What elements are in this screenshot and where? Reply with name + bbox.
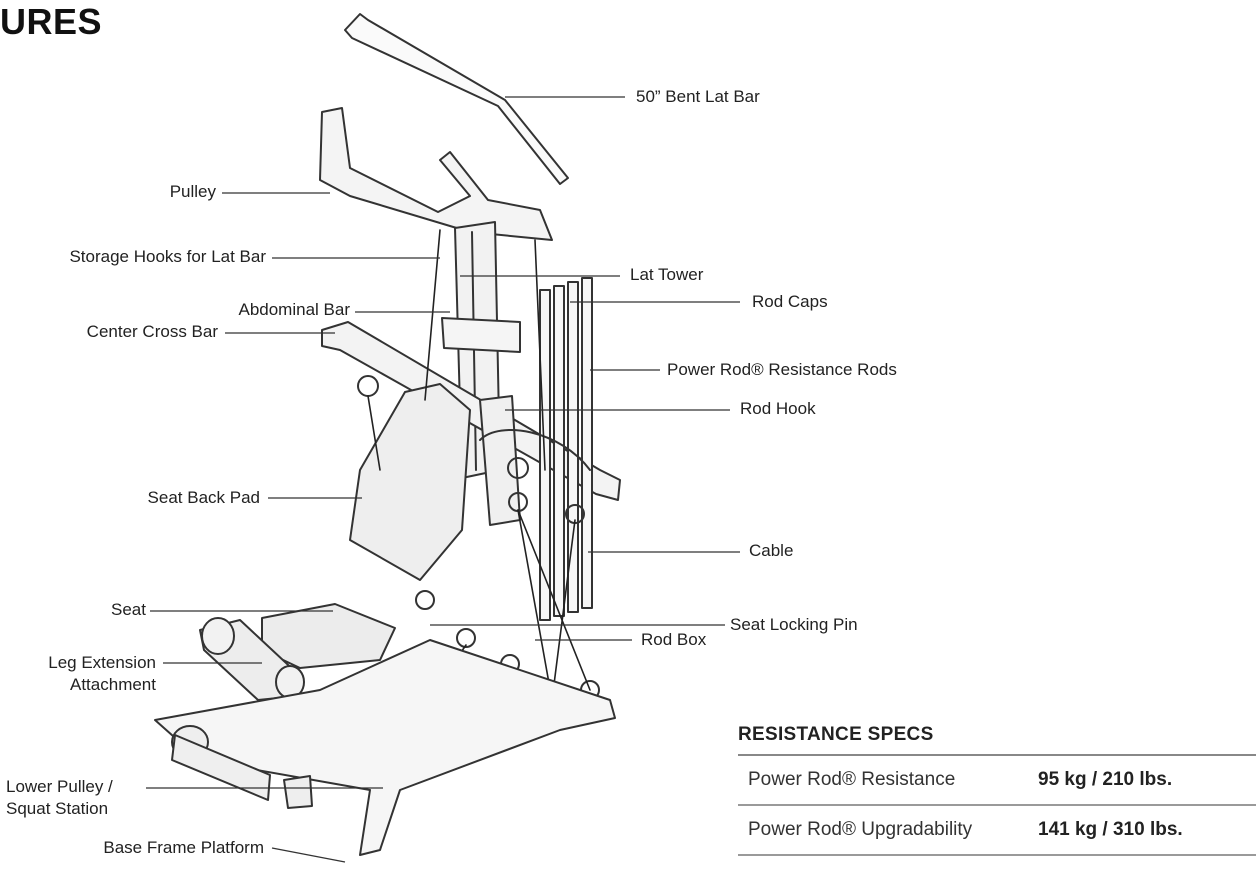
label-seat-back-pad: Seat Back Pad	[147, 488, 260, 507]
spec-label: Power Rod® Resistance	[748, 769, 956, 790]
lat-bar-drawing	[344, 13, 569, 185]
base-frame-drawing	[154, 639, 616, 856]
label-seat-locking-pin: Seat Locking Pin	[730, 615, 858, 634]
label-leg-extension: Leg Extension Attachment	[48, 653, 156, 694]
spec-value: 141 kg / 310 lbs.	[1038, 819, 1183, 840]
leader-base-frame	[271, 847, 346, 863]
label-rod-hook: Rod Hook	[740, 399, 816, 418]
seat-back-pad-drawing	[349, 383, 471, 581]
label-lat-tower: Lat Tower	[630, 265, 704, 284]
spec-row: Power Rod® Upgradability 141 kg / 310 lb…	[738, 806, 1256, 856]
specs-title: RESISTANCE SPECS	[738, 720, 1256, 756]
label-rod-box: Rod Box	[641, 630, 707, 649]
top-frame-drawing	[319, 107, 553, 241]
label-lower-pulley: Lower Pulley / Squat Station	[6, 777, 113, 818]
label-pulley: Pulley	[169, 182, 216, 201]
label-seat: Seat	[111, 600, 146, 619]
spec-label: Power Rod® Upgradability	[748, 819, 973, 840]
page-heading: URES	[0, 1, 103, 42]
label-center-cross-bar: Center Cross Bar	[86, 322, 218, 341]
label-cable: Cable	[749, 541, 794, 560]
resistance-specs-table: RESISTANCE SPECS Power Rod® Resistance 9…	[738, 720, 1256, 856]
label-rod-caps: Rod Caps	[752, 292, 828, 311]
label-storage-hooks: Storage Hooks for Lat Bar	[69, 247, 266, 266]
label-base-frame: Base Frame Platform	[103, 838, 264, 857]
label-abdominal-bar: Abdominal Bar	[238, 300, 350, 319]
spec-row: Power Rod® Resistance 95 kg / 210 lbs.	[738, 756, 1256, 806]
label-resistance-rods: Power Rod® Resistance Rods	[667, 360, 897, 379]
spec-value: 95 kg / 210 lbs.	[1038, 769, 1173, 790]
label-lat-bar: 50” Bent Lat Bar	[636, 87, 760, 106]
